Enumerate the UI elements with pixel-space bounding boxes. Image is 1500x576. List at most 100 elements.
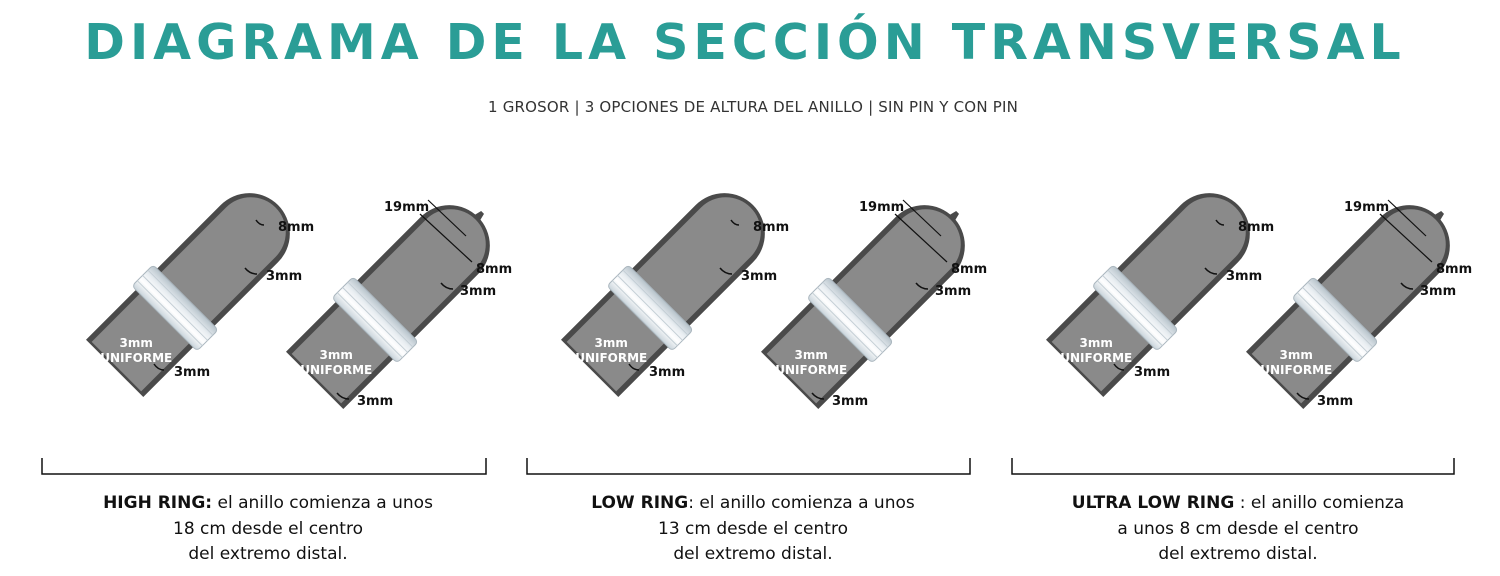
dimension-line — [427, 199, 467, 237]
leader-line — [811, 392, 825, 400]
label-side-thickness: 3mm — [460, 284, 496, 299]
dimension-line — [1387, 199, 1427, 237]
ring-groove — [1296, 292, 1363, 359]
label-tip-thickness: 8mm — [1238, 220, 1274, 235]
leader-line — [1400, 282, 1414, 290]
product-body — [766, 209, 961, 404]
leader-line — [730, 219, 740, 226]
caption-desc-line: el anillo comienza a unos — [217, 493, 433, 513]
label-side-thickness: 3mm — [1226, 269, 1262, 284]
leader-line — [440, 282, 454, 290]
ring-groove — [811, 292, 878, 359]
leader-line — [915, 282, 929, 290]
ring-groove — [347, 281, 414, 348]
ring-groove — [822, 281, 889, 348]
brackets-layer — [41, 458, 1455, 475]
caption-high-ring: HIGH RING: el anillo comienza a unos 18 … — [48, 491, 488, 568]
leader-line — [719, 267, 733, 275]
ring-groove — [1107, 269, 1174, 336]
ring-groove — [817, 287, 883, 353]
ring-groove — [1302, 287, 1368, 353]
label-wall-thickness: 3mm — [357, 394, 393, 409]
ring-groove — [611, 280, 678, 347]
label-pin-tip: 8mm — [1436, 262, 1472, 277]
leader-line — [153, 363, 165, 371]
label-pin-tip: 8mm — [951, 262, 987, 277]
ring-groove — [136, 280, 203, 347]
label-wall-thickness: 3mm — [174, 365, 210, 380]
caption-desc-line: del extremo distal. — [188, 544, 348, 564]
leader-line — [1215, 219, 1225, 226]
caption-desc-line: a unos 8 cm desde el centro — [1117, 518, 1359, 539]
page-subtitle: 1 GROSOR | 3 OPCIONES DE ALTURA DEL ANIL… — [487, 98, 1018, 116]
leader-line — [628, 363, 640, 371]
product-body — [1051, 197, 1246, 392]
caption-desc-line: del extremo distal. — [673, 544, 833, 564]
ring-groove — [622, 269, 689, 336]
ring-groove — [1096, 280, 1163, 347]
dimension-line — [1379, 213, 1433, 263]
group-bracket — [41, 458, 487, 475]
caption-ultra-low-ring: ULTRA LOW RING : el anillo comienza a un… — [1018, 491, 1458, 568]
group-bracket — [1011, 458, 1455, 475]
label-side-thickness: 3mm — [1420, 284, 1456, 299]
ring-groove — [1102, 275, 1168, 341]
pin-tip — [1434, 211, 1444, 221]
dimension-line — [894, 213, 948, 263]
leader-line — [336, 392, 350, 400]
product-body — [91, 197, 286, 392]
caption-low-ring: LOW RING: el anillo comienza a unos 13 c… — [533, 491, 973, 568]
label-wall-thickness: 3mm — [649, 365, 685, 380]
dimension-line — [902, 199, 942, 237]
product-body — [291, 209, 486, 404]
pin-tip — [949, 211, 959, 221]
caption-desc-line: 18 cm desde el centro — [173, 518, 363, 539]
leader-line — [255, 219, 265, 226]
caption-desc-line: 13 cm desde el centro — [658, 518, 848, 539]
label-pin-length: 19mm — [859, 200, 904, 215]
label-wall-thickness: 3mm — [1317, 394, 1353, 409]
leader-line — [1113, 363, 1125, 371]
label-side-thickness: 3mm — [266, 269, 302, 284]
ring-groove — [336, 292, 403, 359]
caption-ring-name: LOW RING — [591, 493, 689, 513]
ring-groove — [142, 275, 208, 341]
caption-ring-name: ULTRA LOW RING — [1071, 493, 1235, 513]
label-side-thickness: 3mm — [935, 284, 971, 299]
label-side-thickness: 3mm — [741, 269, 777, 284]
label-pin-length: 19mm — [384, 200, 429, 215]
ring-groove — [342, 287, 408, 353]
group-bracket — [526, 458, 971, 475]
dimension-line — [419, 213, 473, 263]
caption-ring-name: HIGH RING: — [103, 493, 213, 513]
leader-line — [244, 267, 258, 275]
caption-desc-line: del extremo distal. — [1158, 544, 1318, 564]
caption-desc-line: : el anillo comienza a unos — [688, 493, 915, 513]
product-body — [1251, 209, 1446, 404]
ring-groove — [147, 269, 214, 336]
caption-desc-line: : el anillo comienza — [1234, 493, 1405, 513]
label-pin-length: 19mm — [1344, 200, 1389, 215]
label-wall-thickness: 3mm — [832, 394, 868, 409]
label-tip-thickness: 8mm — [278, 220, 314, 235]
label-tip-thickness: 8mm — [753, 220, 789, 235]
pin-tip — [474, 211, 484, 221]
page-title: DIAGRAMA DE LA SECCIÓN TRANSVERSAL — [84, 14, 1406, 71]
ring-groove — [1307, 281, 1374, 348]
label-pin-tip: 8mm — [476, 262, 512, 277]
product-body — [566, 197, 761, 392]
leader-line — [1296, 392, 1310, 400]
